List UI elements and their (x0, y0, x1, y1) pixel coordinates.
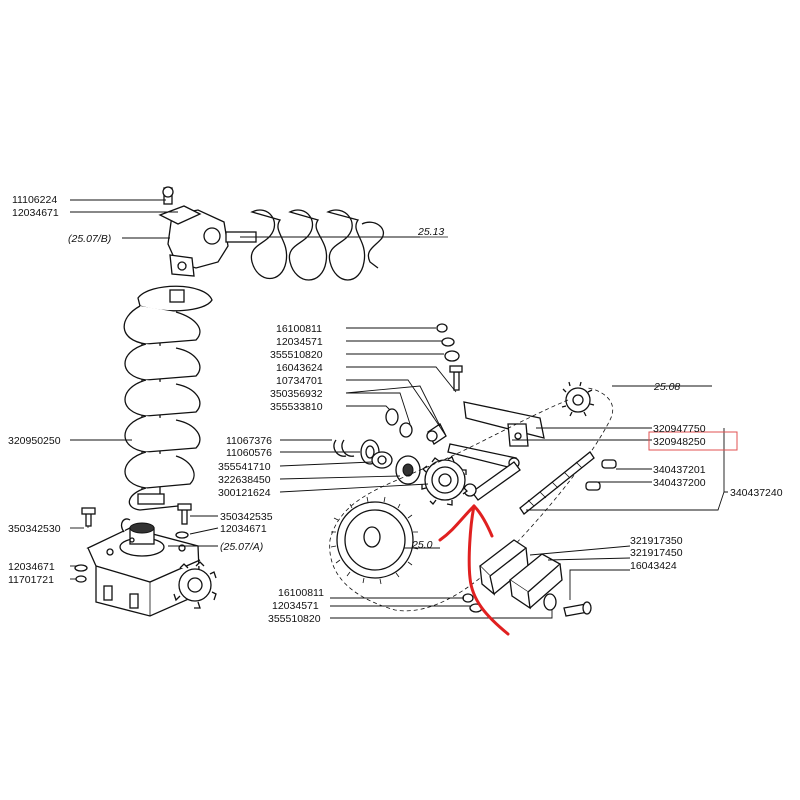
part-label: 321917450 (630, 547, 683, 559)
drive-chain (329, 387, 617, 612)
tensioner-blocks (462, 539, 592, 617)
base-gearbox (74, 503, 217, 617)
part-label: 355533810 (270, 401, 323, 413)
part-label-highlighted: 320948250 (653, 436, 706, 448)
part-label: 355510820 (268, 613, 321, 625)
part-label: 340437200 (653, 477, 706, 489)
part-label: 320947750 (653, 423, 706, 435)
part-label: 11701721 (8, 574, 54, 586)
leader-lines (70, 199, 728, 619)
snap-rings-and-bearings (333, 439, 421, 485)
hardware-stack (385, 323, 463, 445)
highlight-box (648, 431, 738, 451)
part-label: 12034671 (12, 207, 59, 219)
top-gearbox (158, 186, 257, 277)
top-sprocket (561, 381, 595, 417)
part-label: 355541710 (218, 461, 271, 473)
reference-label: 25.13 (417, 226, 444, 238)
part-label: 11060576 (226, 447, 272, 459)
reference-label: (25.07/B) (68, 233, 111, 245)
part-label: 300121624 (218, 487, 271, 499)
part-label: 320950250 (8, 435, 61, 447)
part-label: 12034671 (8, 561, 55, 573)
reference-label: 25.08 (653, 381, 680, 393)
part-label: 321917350 (630, 535, 683, 547)
part-label: 350342530 (8, 523, 61, 535)
part-label: 355510820 (270, 349, 323, 361)
part-label: 11067376 (226, 435, 272, 447)
part-label: 340437201 (653, 464, 706, 476)
part-label: 12034571 (272, 600, 319, 612)
reference-label: 25.0 (411, 539, 433, 551)
horizontal-auger (240, 209, 448, 281)
part-label: 322638450 (218, 474, 271, 486)
large-sprocket (330, 496, 419, 585)
part-label: 16043424 (630, 560, 677, 572)
vertical-auger (123, 285, 213, 511)
part-label: 10734701 (276, 375, 323, 387)
part-label: 12034571 (276, 336, 323, 348)
part-label: 350356932 (270, 388, 323, 400)
part-label: 350342535 (220, 511, 273, 523)
part-label: 16100811 (276, 323, 322, 335)
small-sprocket (421, 456, 468, 506)
part-labels: 11106224 12034671 (25.07/B) 25.13 320950… (8, 194, 783, 625)
part-label: 12034671 (220, 523, 267, 535)
hand-drawn-arrow-annotation (438, 504, 510, 636)
part-label: 16043624 (276, 362, 323, 374)
reference-label: (25.07/A) (220, 541, 263, 553)
part-label: 11106224 (12, 194, 57, 206)
part-label: 16100811 (278, 587, 324, 599)
part-label: 340437240 (730, 487, 783, 499)
